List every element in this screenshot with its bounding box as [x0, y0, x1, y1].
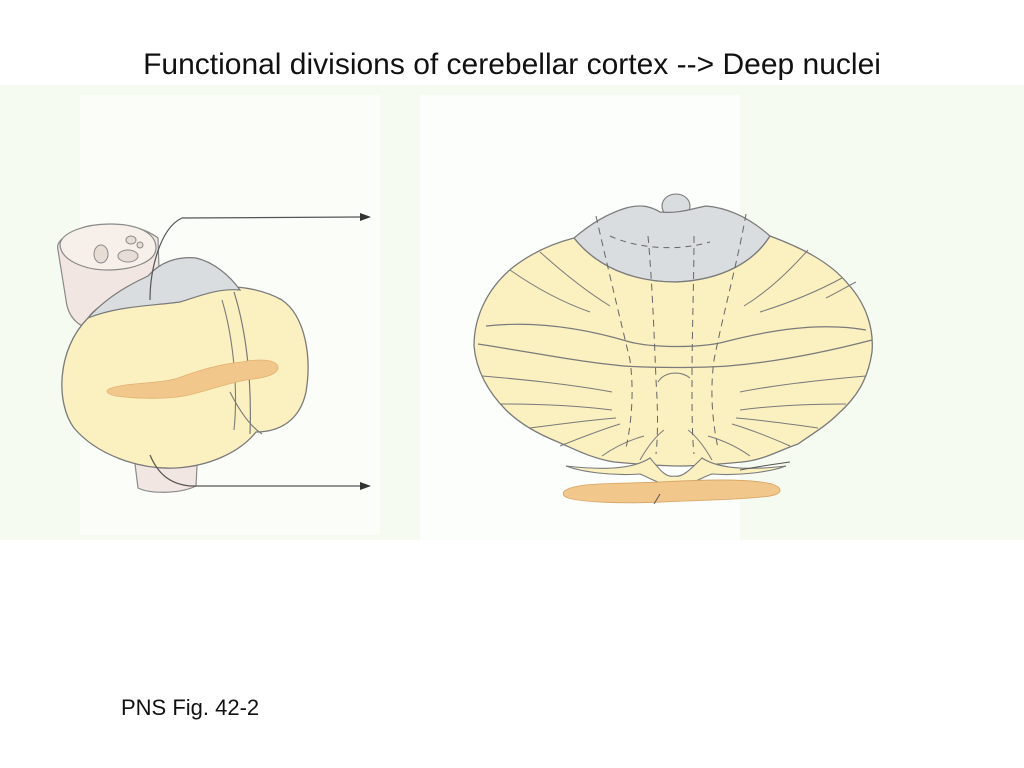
flattened-hemispheres [473, 235, 873, 467]
folia-line-13 [731, 423, 791, 447]
brainstem-opening-4 [136, 241, 144, 249]
figure-caption: PNS Fig. 42-2 [121, 695, 260, 720]
folia-line-5 [825, 281, 857, 299]
upper-arrow-line [149, 216, 361, 301]
lateral-deep-nucleus [106, 359, 279, 399]
flattened-central-lobule [657, 372, 691, 383]
folia-line-12 [735, 417, 819, 429]
flocculus-line [739, 461, 791, 471]
flocculonodular-lobe [565, 457, 787, 487]
flattened-view [473, 193, 873, 505]
dashed-boundary-4 [711, 213, 747, 449]
folia-line-4 [759, 277, 843, 313]
dashed-boundary-1 [595, 215, 633, 449]
upper-arrow-head [360, 213, 371, 221]
folia-line-6 [481, 375, 613, 393]
brainstem-opening-2 [117, 249, 139, 263]
lateral-view [57, 213, 371, 493]
folia-line-15 [687, 429, 713, 461]
folia-line-9 [559, 423, 621, 447]
flattened-fissure-upper [485, 323, 867, 348]
folia-line-3 [743, 249, 809, 307]
deep-nuclei-tick [653, 493, 661, 505]
lateral-fissure-1 [233, 291, 251, 435]
folia-line-1 [509, 269, 591, 313]
folia-line-16 [601, 435, 645, 457]
folia-line-11 [739, 403, 847, 411]
cerebellum-figure [0, 85, 1024, 540]
lateral-vermis [87, 257, 242, 319]
folia-line-7 [499, 403, 613, 411]
dashed-boundary-3 [691, 235, 695, 455]
brainstem-opening-3 [125, 235, 137, 245]
folia-line-2 [539, 251, 611, 307]
folia-line-10 [739, 375, 867, 393]
brainstem-opening-1 [93, 244, 109, 264]
dashed-arc-top [609, 235, 711, 249]
lower-arrow-line [149, 454, 360, 487]
slide-title: Functional divisions of cerebellar corte… [143, 48, 881, 81]
dashed-boundary-2 [647, 235, 658, 455]
flattened-deep-nuclei [562, 479, 781, 504]
lower-arrow-head [360, 482, 371, 490]
lateral-fissure-3 [229, 391, 263, 435]
folia-line-14 [639, 429, 665, 461]
folia-line-17 [707, 435, 751, 457]
folia-line-8 [529, 417, 617, 429]
flattened-fissure-middle [477, 339, 873, 369]
